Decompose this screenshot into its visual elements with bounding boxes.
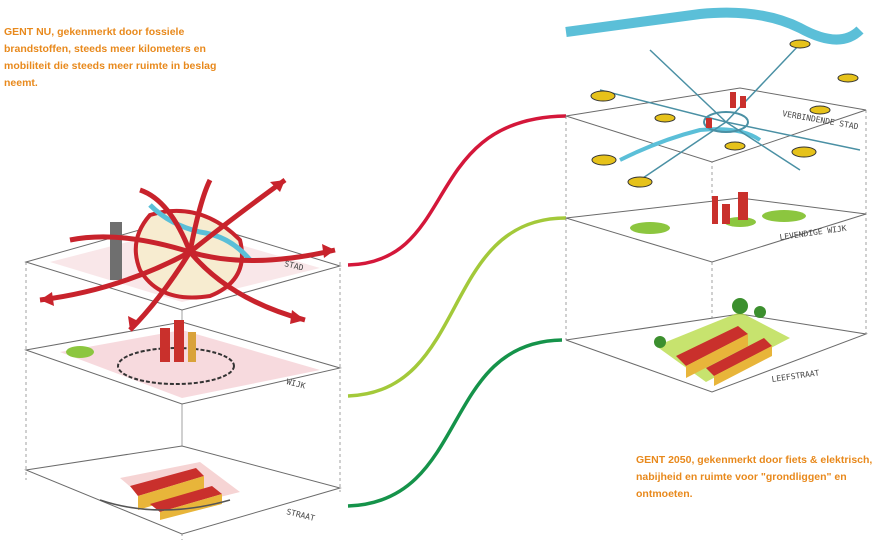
label-right-street: LEEFSTRAAT xyxy=(771,368,820,384)
connector-district xyxy=(347,216,567,398)
map-canal xyxy=(619,127,762,162)
city-river xyxy=(148,203,252,262)
map-nodes xyxy=(590,39,859,188)
district-buildings xyxy=(66,320,196,362)
connector-city xyxy=(347,114,567,267)
left-stack: STRAAT WIJK xyxy=(24,177,342,540)
right-plane-city xyxy=(565,87,867,163)
city-tower xyxy=(110,222,122,280)
caption-gent-2050: GENT 2050, gekenmerkt door fiets & elekt… xyxy=(636,454,873,500)
street-houses xyxy=(130,468,222,520)
map-ring xyxy=(703,111,749,133)
district-center-buildings xyxy=(712,192,748,224)
street-cars xyxy=(99,499,231,511)
car-arrows xyxy=(39,177,336,332)
map-river xyxy=(565,7,864,45)
connector-street xyxy=(347,338,563,508)
map-center-buildings xyxy=(706,92,746,128)
caption-gent-now: GENT NU, gekenmerkt door fossiele brands… xyxy=(4,26,217,89)
map-network xyxy=(599,43,861,181)
district-pink-wash xyxy=(60,330,320,398)
car-arrowheads xyxy=(40,180,335,330)
street-trees xyxy=(654,298,766,348)
label-left-district: WIJK xyxy=(286,377,307,390)
label-left-street: STRAAT xyxy=(286,507,316,523)
right-stack: VERBINDENDE STAD LEVENDIGE WIJK LE xyxy=(565,7,868,393)
street-houses-2050 xyxy=(676,326,772,386)
district-ring-road xyxy=(117,347,235,385)
